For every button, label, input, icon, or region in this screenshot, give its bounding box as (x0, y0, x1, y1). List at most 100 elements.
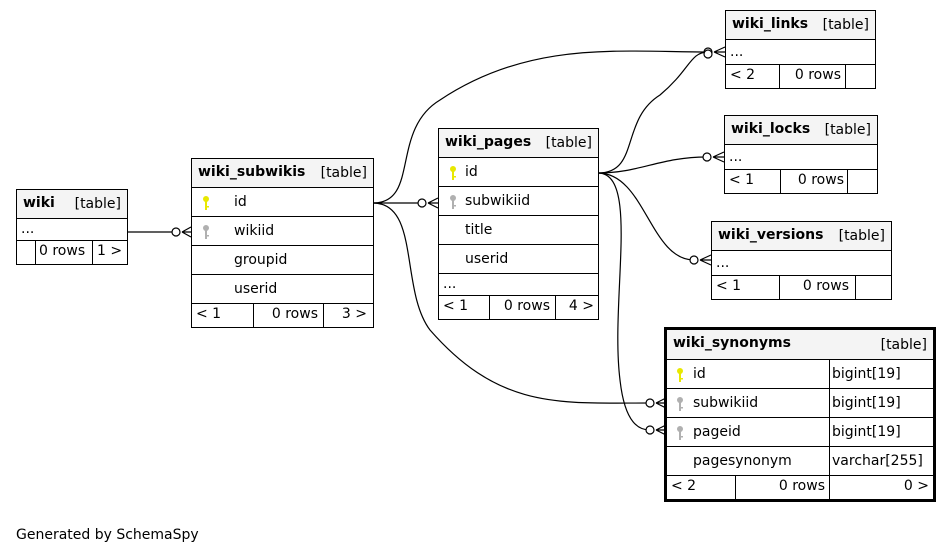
table-wiki[interactable]: wiki [table] ... 0 rows 1 > (16, 189, 128, 265)
table-wiki-pages[interactable]: wiki_pages [table] id subwikiid title us… (438, 128, 599, 320)
row-count: 0 rows (802, 278, 849, 294)
edge-subwikis-links (372, 50, 709, 204)
table-name: wiki_locks (731, 121, 811, 137)
parents-count: < 1 (716, 278, 742, 294)
row-count: 0 rows (39, 243, 86, 259)
row-count: 0 rows (778, 478, 825, 494)
table-name: wiki_versions (718, 227, 824, 243)
edge-pages-links (597, 51, 709, 174)
foreign-key-icon (203, 225, 209, 239)
ellipsis-row: ... (725, 145, 877, 170)
column-type: bigint[19] (829, 418, 901, 446)
row-count: 0 rows (794, 67, 841, 83)
column-name: id (234, 194, 247, 210)
column-row: groupid (192, 246, 373, 275)
column-name: pagesynonym (693, 453, 792, 469)
table-header: wiki_links [table] (726, 11, 875, 40)
footer-divider (779, 276, 780, 299)
column-name: userid (465, 251, 509, 267)
parents-count: < 1 (443, 298, 469, 314)
foreign-key-icon (677, 426, 683, 440)
table-tag: [table] (824, 122, 871, 138)
column-type: bigint[19] (829, 389, 901, 417)
table-name: wiki_pages (445, 134, 532, 150)
edge-marker-circle (703, 49, 713, 59)
column-name: subwikiid (693, 395, 759, 411)
column-row: wikiid (192, 217, 373, 246)
footer-divider (845, 65, 846, 88)
primary-key-icon (450, 166, 456, 180)
edge-marker-circle (171, 227, 181, 237)
column-row: id bigint[19] (667, 360, 933, 389)
footer-divider (780, 170, 781, 193)
table-wiki-versions[interactable]: wiki_versions [table] ... < 1 0 rows (711, 221, 892, 300)
parents-count: < 1 (196, 306, 222, 322)
table-footer: < 2 0 rows 0 > (667, 476, 933, 499)
crow-foot-marker (427, 197, 439, 209)
table-wiki-locks[interactable]: wiki_locks [table] ... < 1 0 rows (724, 115, 878, 194)
footer-divider (489, 296, 490, 319)
column-row: pageid bigint[19] (667, 418, 933, 447)
column-row: subwikiid bigint[19] (667, 389, 933, 418)
column-row: title (439, 216, 598, 245)
ellipsis-text: ... (716, 255, 730, 271)
parents-count: < 2 (730, 67, 756, 83)
column-name: subwikiid (465, 193, 531, 209)
ellipsis-row: ... (712, 251, 891, 276)
footer-divider (253, 304, 254, 327)
footer-divider (92, 241, 93, 264)
column-row: userid (439, 245, 598, 274)
table-wiki-synonyms[interactable]: wiki_synonyms [table] id bigint[19] subw… (664, 327, 936, 502)
parents-count: < 2 (671, 478, 697, 494)
column-row: pagesynonym varchar[255] (667, 447, 933, 476)
column-name: wikiid (234, 223, 275, 239)
column-name: groupid (234, 252, 288, 268)
ellipsis-text: ... (21, 221, 35, 237)
table-tag: [table] (838, 228, 885, 244)
children-count: 3 > (341, 306, 367, 322)
children-count: 1 > (97, 243, 123, 259)
crow-foot-marker (712, 151, 725, 163)
footer-divider (35, 241, 36, 264)
ellipsis-row: ... (439, 274, 598, 296)
generator-caption: Generated by SchemaSpy (16, 527, 199, 543)
footer-divider (735, 476, 736, 499)
table-wiki-links[interactable]: wiki_links [table] ... < 2 0 rows (725, 10, 876, 89)
edge-subwikis-synonyms (372, 202, 651, 404)
footer-divider (779, 65, 780, 88)
edge-marker-circle (689, 255, 699, 265)
crow-foot-marker (713, 46, 726, 58)
column-name: id (465, 164, 478, 180)
row-count: 0 rows (271, 306, 318, 322)
table-header: wiki_synonyms [table] (667, 330, 933, 360)
table-footer: 0 rows 1 > (17, 241, 127, 264)
column-row: userid (192, 275, 373, 304)
footer-divider (855, 276, 856, 299)
table-header: wiki_pages [table] (439, 129, 598, 158)
table-footer: < 1 0 rows (725, 170, 877, 193)
ellipsis-row: ... (726, 40, 875, 65)
children-count: 4 > (568, 298, 594, 314)
table-wiki-subwikis[interactable]: wiki_subwikis [table] id wikiid groupid … (191, 158, 374, 328)
column-name: pageid (693, 424, 741, 440)
table-name: wiki_subwikis (198, 164, 306, 180)
table-tag: [table] (822, 17, 869, 33)
table-name: wiki_links (732, 16, 809, 32)
column-row: id (439, 158, 598, 187)
table-header: wiki_subwikis [table] (192, 159, 373, 188)
edge-marker-circle (417, 198, 427, 208)
row-count: 0 rows (503, 298, 550, 314)
foreign-key-icon (450, 195, 456, 209)
table-header: wiki_versions [table] (712, 222, 891, 251)
column-row: subwikiid (439, 187, 598, 216)
footer-divider (555, 296, 556, 319)
table-header: wiki_locks [table] (725, 116, 877, 145)
table-footer: < 2 0 rows (726, 65, 875, 88)
edge-pages-versions (597, 172, 695, 261)
table-header: wiki [table] (17, 190, 127, 219)
table-name: wiki (23, 195, 55, 211)
ellipsis-text: ... (443, 276, 457, 292)
table-footer: < 1 0 rows 3 > (192, 304, 373, 327)
crow-foot-marker (699, 254, 712, 266)
